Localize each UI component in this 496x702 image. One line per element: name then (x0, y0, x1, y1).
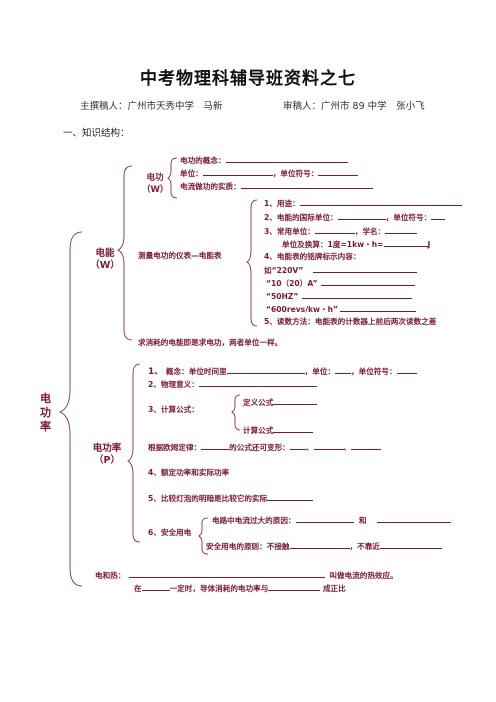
safety-principle: 安全用电的原则：不接触，不靠近 (206, 540, 442, 552)
work-unit: 单位：，单位符号： (180, 167, 359, 179)
energy-group-label: 电能（W） (90, 248, 120, 271)
meter-label: 测量电功的仪表—电能表 (138, 251, 222, 260)
power-item-6: 6、安全用电 (148, 528, 192, 537)
section-title: 一、知识结构： (63, 128, 130, 139)
work-sub-label: 电功（W） (142, 173, 169, 195)
meter-item-5: 5、读数方法：电能表的计数器上前后两次读数之差 (264, 317, 437, 326)
power-brace (127, 363, 141, 543)
reviewer-label: 审稿人：广州市 89 中学 张小飞 (283, 101, 425, 112)
formula-def: 定义公式 (243, 396, 318, 408)
ohm-law: 根据欧姆定律：的公式还可变形：、、 (148, 441, 382, 453)
meter-item-3b: 单位及换算：1度=1kw・h=J (282, 240, 431, 249)
meter-item-3: 3、常用单位：，学名： (264, 225, 418, 237)
power-item-1: 1、 概念：单位时间里，单位：，单位符号： (148, 364, 417, 377)
root-brace (58, 231, 83, 587)
meter-item-10a: “10（20）A” (266, 277, 416, 289)
heat-line-2: 在一定时，导体消耗的电功率与 成正比 (134, 584, 346, 593)
power-item-4: 4、额定功率和实际功率 (148, 468, 230, 477)
formula-calc: 计算公式 (243, 424, 314, 436)
power-item-3: 3、计算公式： (148, 405, 199, 414)
meter-item-50hz: “50HZ” (266, 290, 413, 301)
author-label: 主撰稿人：广州市天秀中学 马新 (80, 101, 223, 112)
work-footer-note: 求消耗的电能即是求电功，两者单位一样。 (138, 338, 283, 347)
page-title: 中考物理科辅导班资料之七 (140, 69, 356, 89)
root-label: 电功率 (40, 392, 51, 433)
power-item-2: 2、物理意义： (148, 378, 317, 390)
meter-item-4: 4、电能表的铭牌标示内容： (264, 252, 361, 261)
energy-brace (117, 165, 133, 341)
power-group-label: 电功率（P） (92, 443, 122, 466)
overload-cause: 电路中电流过大的原因： 和 (212, 514, 452, 526)
heat-line-1: 电和热：叫做电流的热效应。 (95, 571, 398, 580)
safety-brace (198, 517, 209, 555)
work-essence: 电流做功的实质： (180, 180, 373, 192)
work-concept: 电功的概念： (180, 154, 348, 166)
formula-brace (231, 394, 241, 431)
meter-item-220v: 如“220V” (264, 264, 418, 276)
meter-item-revs: “600revs/kw・h” (266, 303, 417, 315)
power-item-5: 5、比较灯泡的明暗是比较它的实际 (148, 492, 314, 504)
work-brace (167, 157, 178, 199)
meter-item-2: 2、电能的国际单位：，单位符号： (264, 211, 446, 223)
meter-brace (246, 199, 258, 327)
meter-item-1: 1、用途： (264, 197, 462, 209)
